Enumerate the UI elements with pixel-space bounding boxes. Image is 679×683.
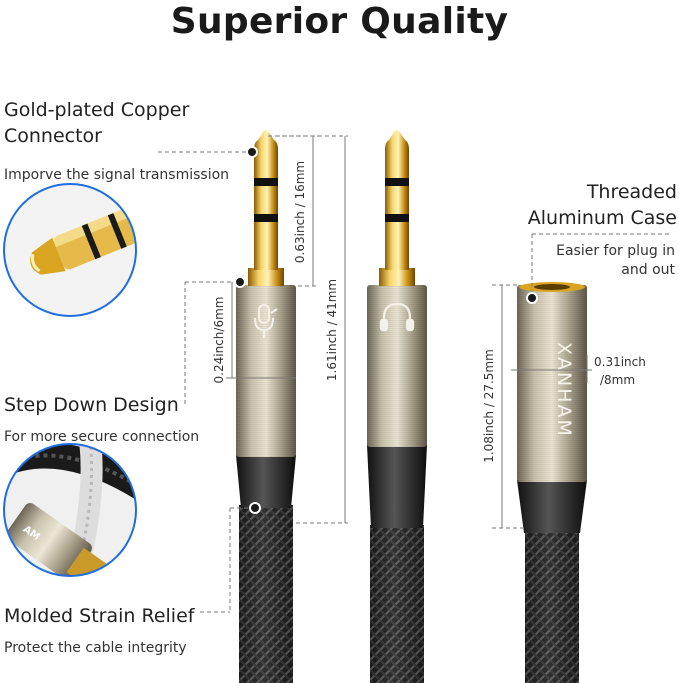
connector-closeup — [3, 183, 137, 317]
tip-length-label: 0.63inch / 16mm — [293, 160, 307, 264]
headphone-icon — [379, 302, 415, 332]
mic-plug — [236, 130, 296, 683]
plug-body-width-label: 0.24inch/6mm — [212, 296, 226, 384]
headphone-plug — [367, 130, 427, 683]
brand-label: XANHAM — [553, 342, 575, 438]
case-heading-line2: Aluminum Case — [527, 207, 677, 229]
stepdown-subtitle: For more secure connection — [4, 429, 200, 445]
case-subtitle-line2: and out — [621, 262, 675, 278]
strain-relief-closeup: AM — [3, 443, 137, 577]
strain-heading: Molded Strain Relief — [4, 605, 195, 627]
connector-heading-line2: Connector — [4, 125, 102, 147]
case-subtitle-line1: Easier for plug in — [556, 243, 675, 259]
dimension-lines — [158, 135, 672, 613]
socket-width-label-line2: /8mm — [600, 373, 636, 387]
page-title: Superior Quality — [170, 1, 509, 42]
stepdown-heading: Step Down Design — [4, 394, 179, 416]
microphone-icon — [254, 304, 278, 338]
socket-width-label-line1: 0.31inch — [594, 355, 646, 369]
case-heading-line1: Threaded — [586, 181, 677, 203]
connector-heading-line1: Gold-plated Copper — [4, 99, 190, 121]
callout-dots — [234, 146, 538, 514]
plug-total-length-label: 1.61inch / 41mm — [325, 278, 339, 382]
socket-length-label: 1.08inch / 27.5mm — [482, 349, 496, 463]
connector-subtitle: Imporve the signal transmission — [4, 167, 230, 183]
female-socket — [517, 282, 587, 683]
strain-subtitle: Protect the cable integrity — [4, 640, 187, 656]
